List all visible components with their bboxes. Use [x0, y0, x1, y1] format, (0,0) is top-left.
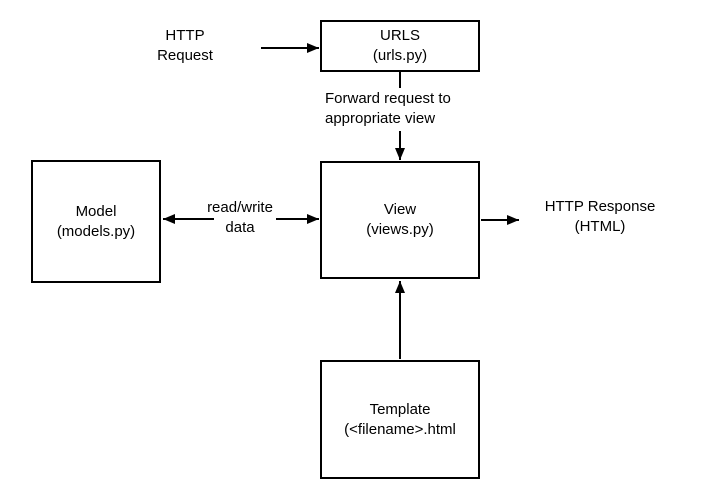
node-urls: URLS (urls.py) [320, 20, 480, 72]
node-template: Template (<filename>.html [320, 360, 480, 479]
node-template-title: Template [369, 400, 431, 418]
node-model-subtitle: (models.py) [56, 222, 136, 240]
label-http-request-line1: HTTP [165, 27, 205, 44]
label-read-write-data: read/write data [185, 198, 295, 238]
node-model-title: Model [75, 202, 117, 220]
node-urls-title: URLS [379, 27, 420, 44]
label-readwrite-line1: read/write [207, 199, 273, 216]
node-urls-subtitle: (urls.py) [372, 47, 428, 64]
node-template-subtitle: (<filename>.html [344, 420, 456, 438]
label-response-line2: (HTML) [574, 218, 626, 235]
label-response-line1: HTTP Response [544, 198, 656, 215]
node-model: Model (models.py) [31, 160, 161, 283]
label-forward-line1: Forward request to [325, 90, 451, 107]
node-view-subtitle: (views.py) [366, 221, 434, 238]
label-http-response: HTTP Response (HTML) [515, 197, 685, 237]
node-view-title: View [383, 201, 417, 218]
node-view: View (views.py) [320, 161, 480, 279]
label-readwrite-line2: data [225, 219, 255, 236]
label-http-request: HTTP Request [130, 26, 240, 66]
label-http-request-line2: Request [157, 47, 213, 64]
label-forward-request: Forward request to appropriate view [325, 89, 451, 129]
label-forward-line2: appropriate view [325, 110, 436, 127]
